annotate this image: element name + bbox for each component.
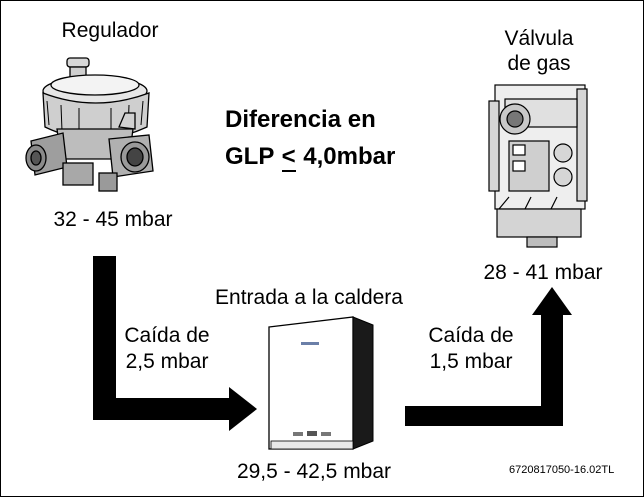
valve-title-line1: Válvula [504, 27, 574, 50]
gas-valve-illustration [488, 84, 588, 248]
regulator-pressure: 32 - 45 mbar [53, 208, 173, 231]
arrow-boiler-to-valve [405, 287, 572, 426]
drop-left-line1: Caída de [124, 324, 210, 347]
difference-line2: GLP < 4,0mbar [225, 142, 395, 172]
difference-line1: Diferencia en [225, 106, 376, 133]
drop-left-line2: 2,5 mbar [125, 350, 209, 373]
figure-code: 6720817050-16.02TL [509, 464, 615, 476]
drop-right-line1: Caída de [428, 324, 514, 347]
arrow-regulator-to-boiler [93, 256, 257, 431]
regulator-title: Regulador [61, 19, 159, 42]
valve-title-line2: de gas [507, 52, 571, 75]
difference-value: 4,0mbar [296, 143, 396, 170]
less-or-equal-symbol: < [281, 143, 296, 172]
drop-right-line2: 1,5 mbar [429, 350, 513, 373]
difference-fuel: GLP [225, 143, 281, 170]
regulator-illustration [25, 57, 154, 192]
boiler-pressure: 29,5 - 42,5 mbar [236, 460, 392, 483]
valve-pressure: 28 - 41 mbar [483, 261, 603, 284]
boiler-title: Entrada a la caldera [215, 286, 403, 309]
boiler-illustration [268, 316, 374, 450]
